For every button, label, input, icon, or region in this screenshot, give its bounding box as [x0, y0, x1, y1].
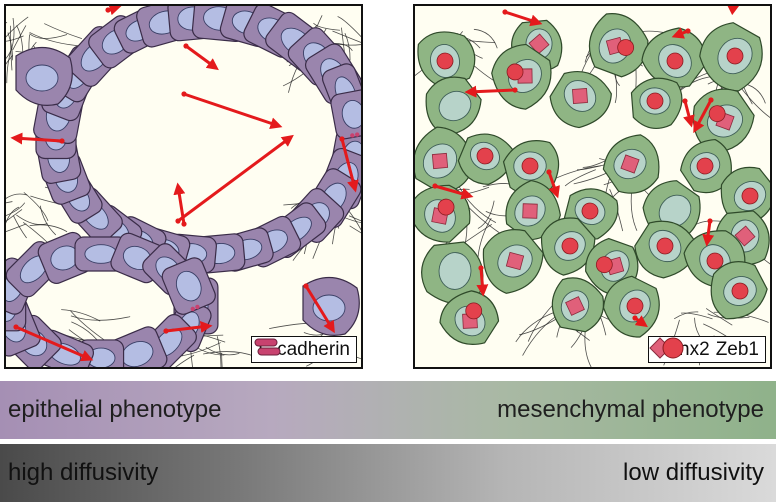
mesenchymal-illustration: [415, 6, 770, 367]
migration-arrow: [303, 283, 335, 334]
mesenchymal-cell: [540, 217, 596, 276]
e-cadherin-label: E-cadherin: [258, 338, 350, 360]
circle-icon: [662, 337, 684, 359]
mesenchymal-cell: [602, 134, 660, 194]
mesenchymal-cell: [549, 70, 612, 129]
mesenchymal-cell: [482, 229, 544, 294]
low-diffusivity-label: low diffusivity: [623, 459, 764, 486]
mesenchymal-cell: [417, 31, 476, 90]
zeb1-label: Zeb1: [715, 338, 759, 360]
migration-arrow: [546, 169, 560, 199]
mesenchymal-cell: [415, 126, 475, 194]
migration-arrow: [502, 9, 543, 27]
diffusivity-bar: high diffusivity low diffusivity: [0, 444, 776, 502]
migration-arrow: [339, 136, 359, 193]
mesenchymal-phenotype-label: mesenchymal phenotype: [497, 396, 764, 423]
epithelial-phenotype-label: epithelial phenotype: [8, 396, 222, 423]
mesenchymal-cell: [634, 220, 698, 279]
epithelial-cell: [161, 257, 216, 315]
epithelial-cell-cluster: [6, 6, 361, 367]
migration-arrow: [682, 98, 695, 128]
detached-epithelial-cell: [15, 46, 73, 106]
epithelial-panel: E-cadherin: [4, 4, 363, 369]
mesenchymal-cell: [415, 184, 471, 243]
migration-arrow: [163, 321, 213, 334]
phenotype-bar: epithelial phenotype mesenchymal phenoty…: [0, 381, 776, 439]
mesenchymal-cell: [710, 261, 768, 320]
epithelial-illustration: [6, 6, 361, 367]
mesenchymal-cell: [699, 22, 763, 92]
migration-arrow: [464, 85, 518, 98]
migration-arrow: [671, 27, 691, 39]
mesenchymal-cell: [439, 290, 500, 345]
migration-arrow: [183, 43, 219, 71]
migration-arrow: [476, 265, 489, 297]
migration-arrow: [432, 183, 474, 200]
mesenchymal-cells: [415, 13, 770, 345]
mesenchymal-cell: [630, 77, 683, 130]
mesenchymal-cell: [491, 43, 552, 110]
migration-arrow: [10, 132, 65, 145]
mesenchymal-cell: [551, 277, 605, 333]
mesenchymal-cell: [457, 133, 514, 185]
migration-arrow: [693, 97, 714, 134]
mesenchymal-panel: Runx2 Zeb1: [413, 4, 772, 369]
marker-legend: Runx2 Zeb1: [647, 336, 766, 363]
mesenchymal-cell: [502, 140, 560, 196]
mesenchymal-cell: [588, 13, 649, 78]
migration-arrow: [632, 315, 648, 328]
migration-arrow: [105, 6, 122, 16]
migration-arrow: [726, 6, 741, 16]
mesenchymal-cell: [679, 138, 732, 194]
migration-arrow: [181, 91, 283, 130]
epithelial-cell: [330, 89, 361, 140]
e-cadherin-icon: [254, 338, 281, 356]
migration-arrow: [702, 218, 715, 247]
e-cadherin-legend: E-cadherin: [251, 336, 357, 363]
mesenchymal-cell: [720, 166, 770, 226]
migration-arrow: [13, 324, 94, 362]
mesenchymal-cell: [421, 241, 484, 305]
high-diffusivity-label: high diffusivity: [8, 459, 159, 486]
detached-epithelial-cell: [302, 276, 360, 336]
migration-arrow: [175, 134, 294, 224]
